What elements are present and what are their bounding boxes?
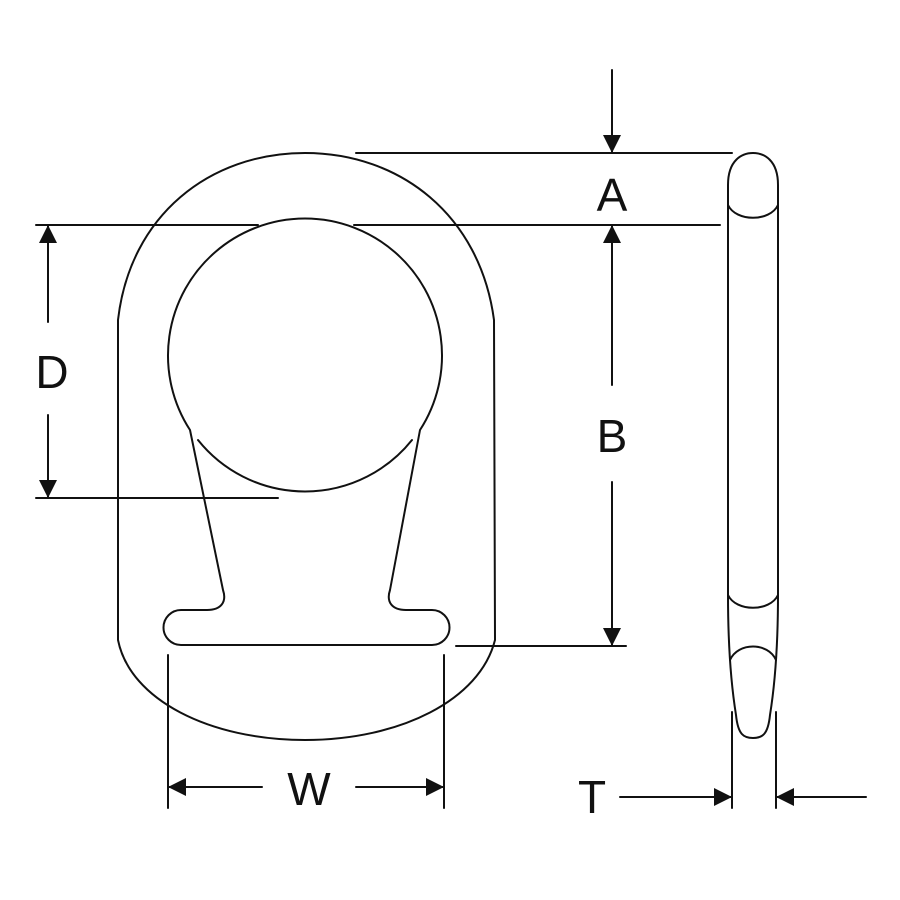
side-view-profile [727,152,779,739]
side-view-bottom-cap [729,645,777,661]
dim-label-b: B [597,410,628,462]
dim-label-w: W [287,763,331,815]
ring-outer-outline [117,152,496,741]
side-view-top-bend [727,204,779,219]
keyhole-circle-lower-arc [197,439,413,493]
dim-label-d: D [35,346,68,398]
side-view-lower-bend [727,594,779,609]
dim-label-t: T [578,771,606,823]
dim-label-a: A [597,169,628,221]
ring-keyhole-opening [162,217,451,646]
